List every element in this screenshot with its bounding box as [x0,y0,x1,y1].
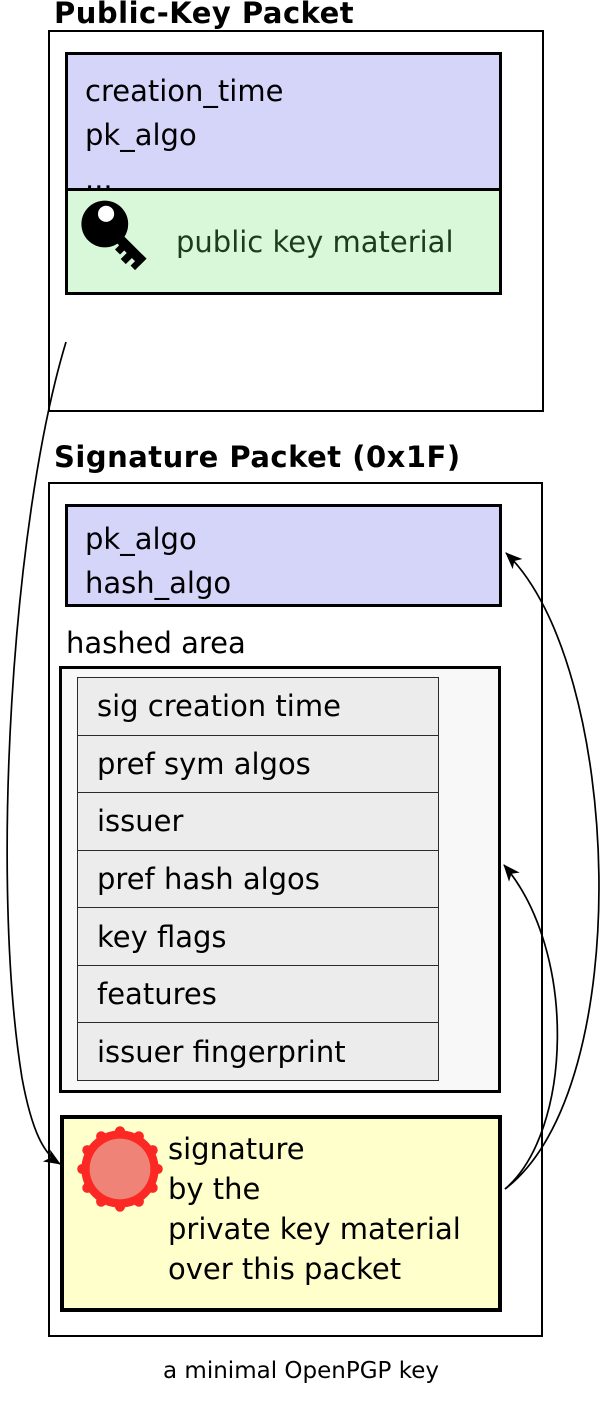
field-creation-time: creation_time [85,74,284,108]
signature-header-fields: pk_algo hash_algo [65,504,502,607]
signature-description: signature by the private key material ov… [168,1129,461,1289]
public-key-packet-title: Public-Key Packet [54,0,355,30]
public-key-material-label: public key material [176,224,454,259]
field-pk-algo: pk_algo [85,118,197,152]
signature-line-4: over this packet [168,1252,402,1286]
diagram-caption: a minimal OpenPGP key [163,1358,439,1384]
signature-packet-title: Signature Packet (0x1F) [54,440,461,474]
public-key-material-section: public key material [68,188,499,292]
public-key-packet-contents: creation_time pk_algo ... public key mat… [65,52,502,295]
field-sig-hash-algo: hash_algo [85,566,232,600]
subpacket-pref-hash-algos: pref hash algos [78,850,438,909]
subpacket-features: features [78,965,438,1024]
signature-line-2: by the [168,1172,261,1206]
subpacket-table: sig creation time pref sym algos issuer … [77,677,439,1081]
subpacket-issuer-fingerprint: issuer fingerprint [78,1023,438,1081]
subpacket-key-flags: key flags [78,908,438,966]
seal-icon [77,1126,163,1212]
signature-value-box: signature by the private key material ov… [60,1115,502,1312]
hashed-area-label: hashed area [66,626,246,660]
signature-line-3: private key material [168,1212,461,1246]
subpacket-pref-sym-algos: pref sym algos [78,735,438,794]
public-key-header-fields: creation_time pk_algo ... [68,55,499,196]
signature-line-1: signature [168,1132,305,1166]
subpacket-issuer: issuer [78,793,438,851]
subpacket-sig-creation-time: sig creation time [78,678,438,736]
field-sig-pk-algo: pk_algo [85,522,197,556]
key-icon [81,200,147,270]
